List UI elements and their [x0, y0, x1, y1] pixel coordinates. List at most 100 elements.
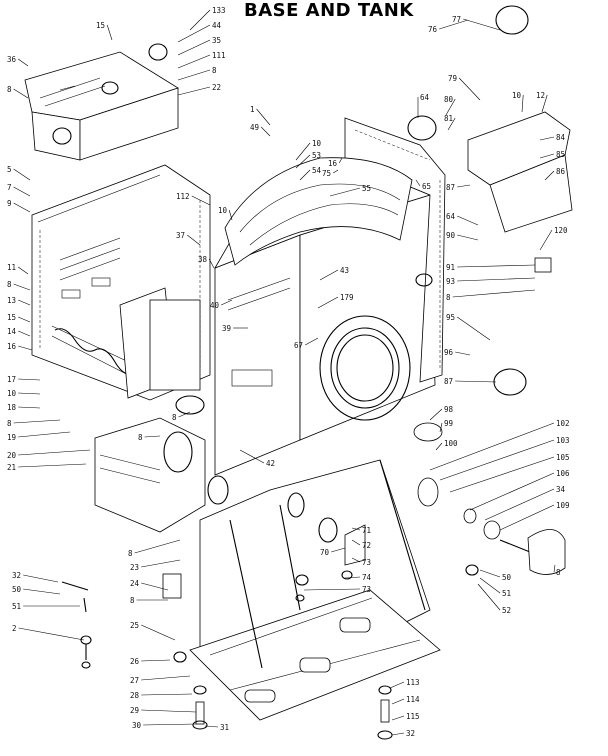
callout-label: 91 [446, 263, 455, 272]
leader-line [539, 153, 555, 159]
leader-line [415, 179, 421, 187]
leader-line [141, 559, 181, 568]
heater-element [51, 287, 205, 415]
callout-label: 76 [428, 25, 438, 34]
callout-label: 13 [7, 296, 16, 305]
leader-line [457, 234, 479, 241]
callout-label: 37 [176, 231, 185, 240]
leader-line [329, 187, 361, 197]
leader-line [256, 108, 271, 126]
leader-line [18, 266, 29, 275]
leader-line [391, 732, 405, 736]
callout-label: 5 [7, 165, 12, 174]
callout-label: 64 [446, 212, 456, 221]
leader-line [457, 277, 536, 282]
leader-line [303, 588, 361, 591]
callout-label: 18 [7, 403, 17, 412]
callout-label: 8 [172, 413, 177, 422]
leader-line [429, 408, 443, 421]
leader-line [18, 449, 91, 456]
callout-label: 64 [420, 93, 430, 102]
leader-line [18, 58, 29, 67]
callout-label: 35 [212, 36, 221, 45]
callout-label: 98 [444, 405, 454, 414]
roller-parts [417, 477, 566, 576]
callout-label: 115 [406, 712, 420, 721]
leader-line [141, 659, 171, 662]
leader-line [18, 345, 33, 351]
leader-line [447, 117, 456, 131]
callout-label: 28 [130, 691, 140, 700]
leader-line [333, 169, 339, 174]
leader-line [317, 296, 339, 309]
callout-label: 7 [7, 183, 12, 192]
callout-label: 93 [446, 277, 455, 286]
callout-label: 8 [7, 419, 12, 428]
callout-label: 51 [12, 602, 21, 611]
leader-line [18, 463, 87, 468]
callout-label: 8 [446, 293, 451, 302]
callout-label: 50 [502, 573, 512, 582]
leader-line [18, 316, 31, 323]
leader-line [469, 472, 555, 511]
leader-line [331, 547, 346, 553]
leader-line [305, 337, 319, 346]
leader-line [439, 422, 443, 433]
callout-label: 77 [452, 15, 461, 24]
callout-label: 44 [212, 21, 222, 30]
leader-line [539, 229, 553, 251]
leader-line [435, 442, 443, 451]
leader-line [178, 411, 191, 418]
leader-line [391, 715, 405, 721]
callout-label: 10 [512, 91, 522, 100]
callout-label: 112 [176, 192, 190, 201]
leader-line [208, 258, 215, 269]
leader-line [455, 380, 497, 383]
callout-label: 113 [406, 678, 420, 687]
leader-line [177, 69, 211, 81]
callout-label: 74 [362, 573, 372, 582]
callout-label: 25 [130, 621, 139, 630]
leader-line [141, 582, 169, 591]
control-panel [24, 43, 179, 161]
leader-line [458, 77, 481, 101]
callout-label: 42 [266, 459, 275, 468]
callout-label: 36 [7, 55, 17, 64]
callout-label: 114 [406, 695, 420, 704]
callout-label: 8 [7, 280, 12, 289]
callout-label: 8 [128, 549, 133, 558]
leader-lines [13, 9, 556, 736]
leader-line [141, 709, 197, 713]
leader-line [134, 539, 181, 554]
leader-line [295, 154, 311, 169]
callout-label: 79 [448, 74, 457, 83]
leader-line [449, 456, 555, 493]
leader-line [13, 283, 31, 291]
callout-label: 87 [446, 183, 455, 192]
callout-label: 84 [556, 133, 566, 142]
callout-label: 52 [502, 606, 511, 615]
leader-line [319, 269, 339, 281]
callout-label: 32 [406, 729, 415, 738]
leader-line [260, 126, 271, 137]
leader-line [141, 693, 193, 696]
callout-label: 50 [12, 585, 22, 594]
callout-label: 95 [446, 313, 455, 322]
leader-line [484, 488, 555, 521]
callout-label: 19 [7, 433, 16, 442]
callout-label: 133 [212, 6, 226, 15]
leader-line [13, 419, 61, 424]
leveling-legs [61, 581, 393, 740]
leader-line [177, 54, 211, 69]
leader-line [143, 723, 197, 726]
leader-line [177, 24, 211, 43]
callout-label: 100 [444, 439, 458, 448]
leader-line [144, 435, 161, 438]
leader-line [429, 422, 555, 471]
callout-label: 15 [96, 21, 105, 30]
callout-label: 10 [218, 206, 228, 215]
callout-label: 2 [12, 624, 17, 633]
leader-line [177, 86, 211, 96]
callout-label: 96 [444, 348, 454, 357]
